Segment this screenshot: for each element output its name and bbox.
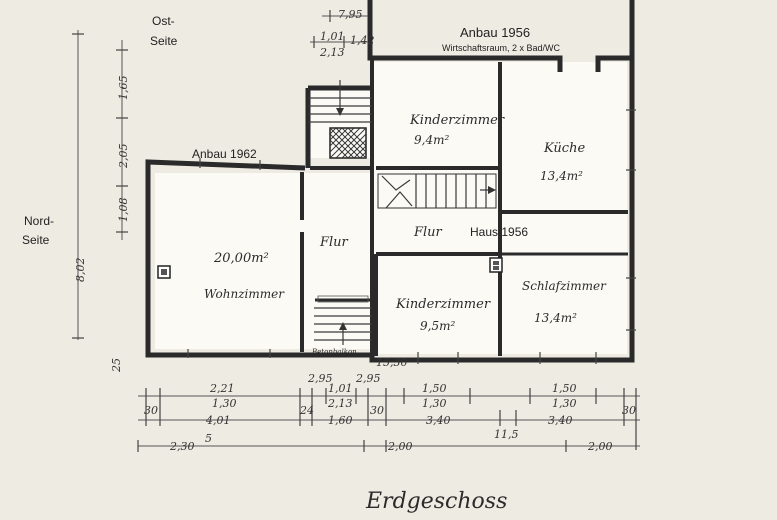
dim-row3-5: 3,40 xyxy=(426,414,451,427)
dim-row2-2: 1,30 xyxy=(422,397,447,410)
anbau-1962-label: Anbau 1962 xyxy=(192,147,257,161)
room-flur-left-name: Flur xyxy=(319,235,349,250)
room-kinderzimmer-bottom-area: 9,5m² xyxy=(420,319,455,333)
dim-left-1: 2,05 xyxy=(117,144,130,170)
haus-1956-label: Haus 1956 xyxy=(470,225,528,239)
dim-left-small: 25 xyxy=(110,358,123,373)
dim-row3-8: 30 xyxy=(622,404,636,417)
dim-row4-2: 2,00 xyxy=(387,440,413,453)
dim-left-0: 1,65 xyxy=(117,76,130,101)
dim-row3-4: 30 xyxy=(370,404,384,417)
dim-row1-2: 1,01 xyxy=(328,382,353,395)
room-kueche-area: 13,4m² xyxy=(540,169,583,183)
dim-row3-0: 30 xyxy=(144,404,158,417)
dim-balcony-side: 15,30 xyxy=(376,356,408,369)
central-stair xyxy=(377,173,497,209)
dim-row3-6: 11,5 xyxy=(494,428,519,441)
anbau-1956-label: Anbau 1956 xyxy=(460,25,530,40)
dim-left-3: 8,02 xyxy=(74,258,87,283)
dim-row3-7: 3,40 xyxy=(548,414,573,427)
nord-label-1: Nord- xyxy=(24,214,54,228)
room-wohnzimmer-area: 20,00m² xyxy=(213,251,269,266)
dim-row3-3: 1,60 xyxy=(328,414,353,427)
dim-row3-2: 24 xyxy=(299,404,314,417)
left-dimensions: 1,65 2,05 1,08 8,02 25 xyxy=(72,30,130,373)
room-kueche-name: Küche xyxy=(543,141,585,156)
dim-top-1: 1,01 xyxy=(320,30,345,43)
dim-top-2: 2,13 xyxy=(319,46,345,59)
dim-row1-4: 1,50 xyxy=(422,382,447,395)
room-kinderzimmer-top-area: 9,4m² xyxy=(414,133,449,147)
room-schlafzimmer-name: Schlafzimmer xyxy=(522,279,607,293)
ost-label-2: Seite xyxy=(150,34,178,48)
room-kinderzimmer-top-name: Kinderzimmer xyxy=(409,113,505,128)
balcony-label: Betonbalkon xyxy=(311,348,357,356)
dim-top-3: 1,42 xyxy=(350,34,375,47)
dim-row2-3: 1,30 xyxy=(552,397,577,410)
room-kinderzimmer-bottom-name: Kinderzimmer xyxy=(395,297,491,312)
room-wohnzimmer-name: Wohnzimmer xyxy=(204,287,285,301)
dim-row1-5: 1,50 xyxy=(552,382,577,395)
room-flur-mid-name: Flur xyxy=(413,225,443,240)
dim-row1-3: 2,95 xyxy=(355,372,381,385)
nord-label-2: Seite xyxy=(22,233,50,247)
bottom-dimensions: 2,21 2,95 1,01 2,95 1,50 1,50 1,30 2,13 … xyxy=(137,372,640,453)
room-schlafzimmer-area: 13,4m² xyxy=(534,311,577,325)
ost-label-1: Ost- xyxy=(152,14,175,28)
entrance-stair xyxy=(314,295,372,345)
upper-stair xyxy=(308,80,372,159)
dim-row4-0: 2,30 xyxy=(169,440,195,453)
dim-row4-1: 5 xyxy=(205,432,212,445)
dim-left-2: 1,08 xyxy=(117,198,130,223)
dim-row1-1: 2,95 xyxy=(307,372,333,385)
opening-marks xyxy=(187,109,636,364)
dim-row1-0: 2,21 xyxy=(209,382,235,395)
interior-walls xyxy=(300,58,628,360)
top-dimensions: 7,95 1,01 2,13 1,42 xyxy=(310,8,375,59)
dim-row2-0: 1,30 xyxy=(212,397,237,410)
dim-row2-1: 2,13 xyxy=(327,397,353,410)
dim-row4-3: 2,00 xyxy=(587,440,613,453)
dim-top-0: 7,95 xyxy=(338,8,363,21)
dim-row3-1: 4,01 xyxy=(205,414,231,427)
chimneys xyxy=(157,257,503,279)
floor-title: Erdgeschoss xyxy=(365,489,507,514)
anbau-1956-note: Wirtschaftsraum, 2 x Bad/WC xyxy=(442,43,561,53)
